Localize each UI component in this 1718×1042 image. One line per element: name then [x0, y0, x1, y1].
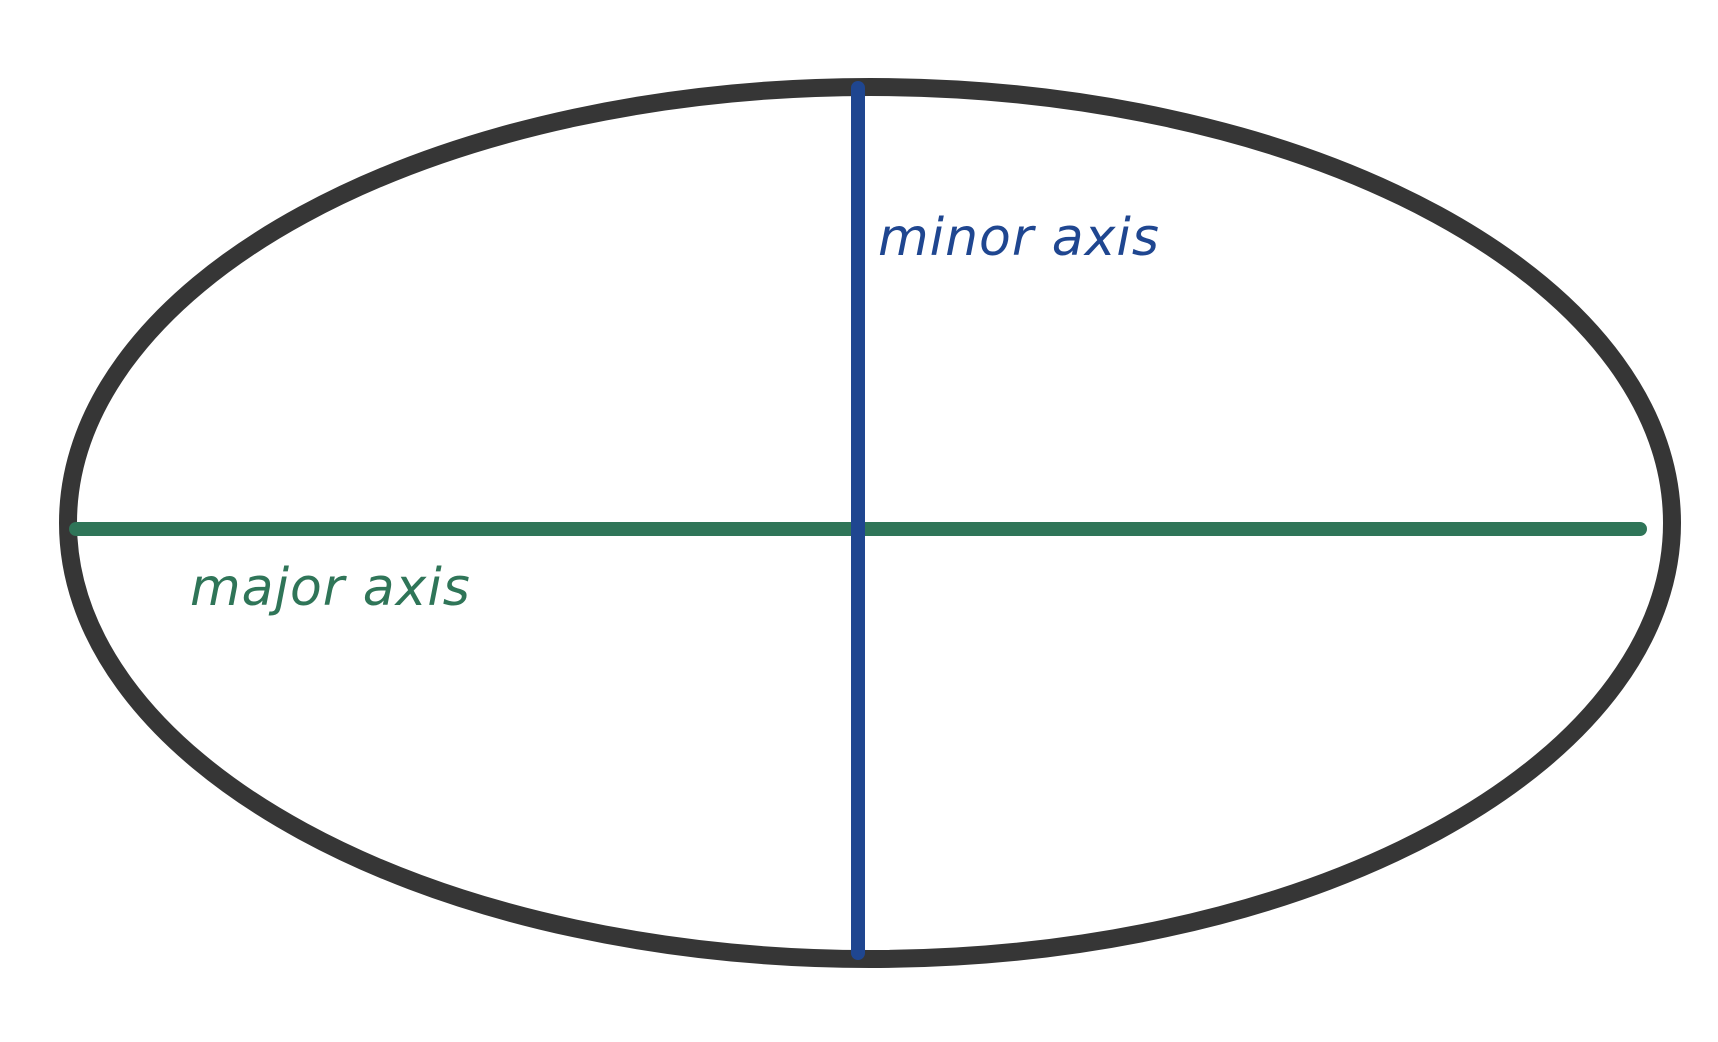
- minor-axis-label: minor axis: [878, 208, 1160, 268]
- ellipse-outline: [59, 78, 1681, 968]
- major-axis-label: major axis: [190, 558, 471, 618]
